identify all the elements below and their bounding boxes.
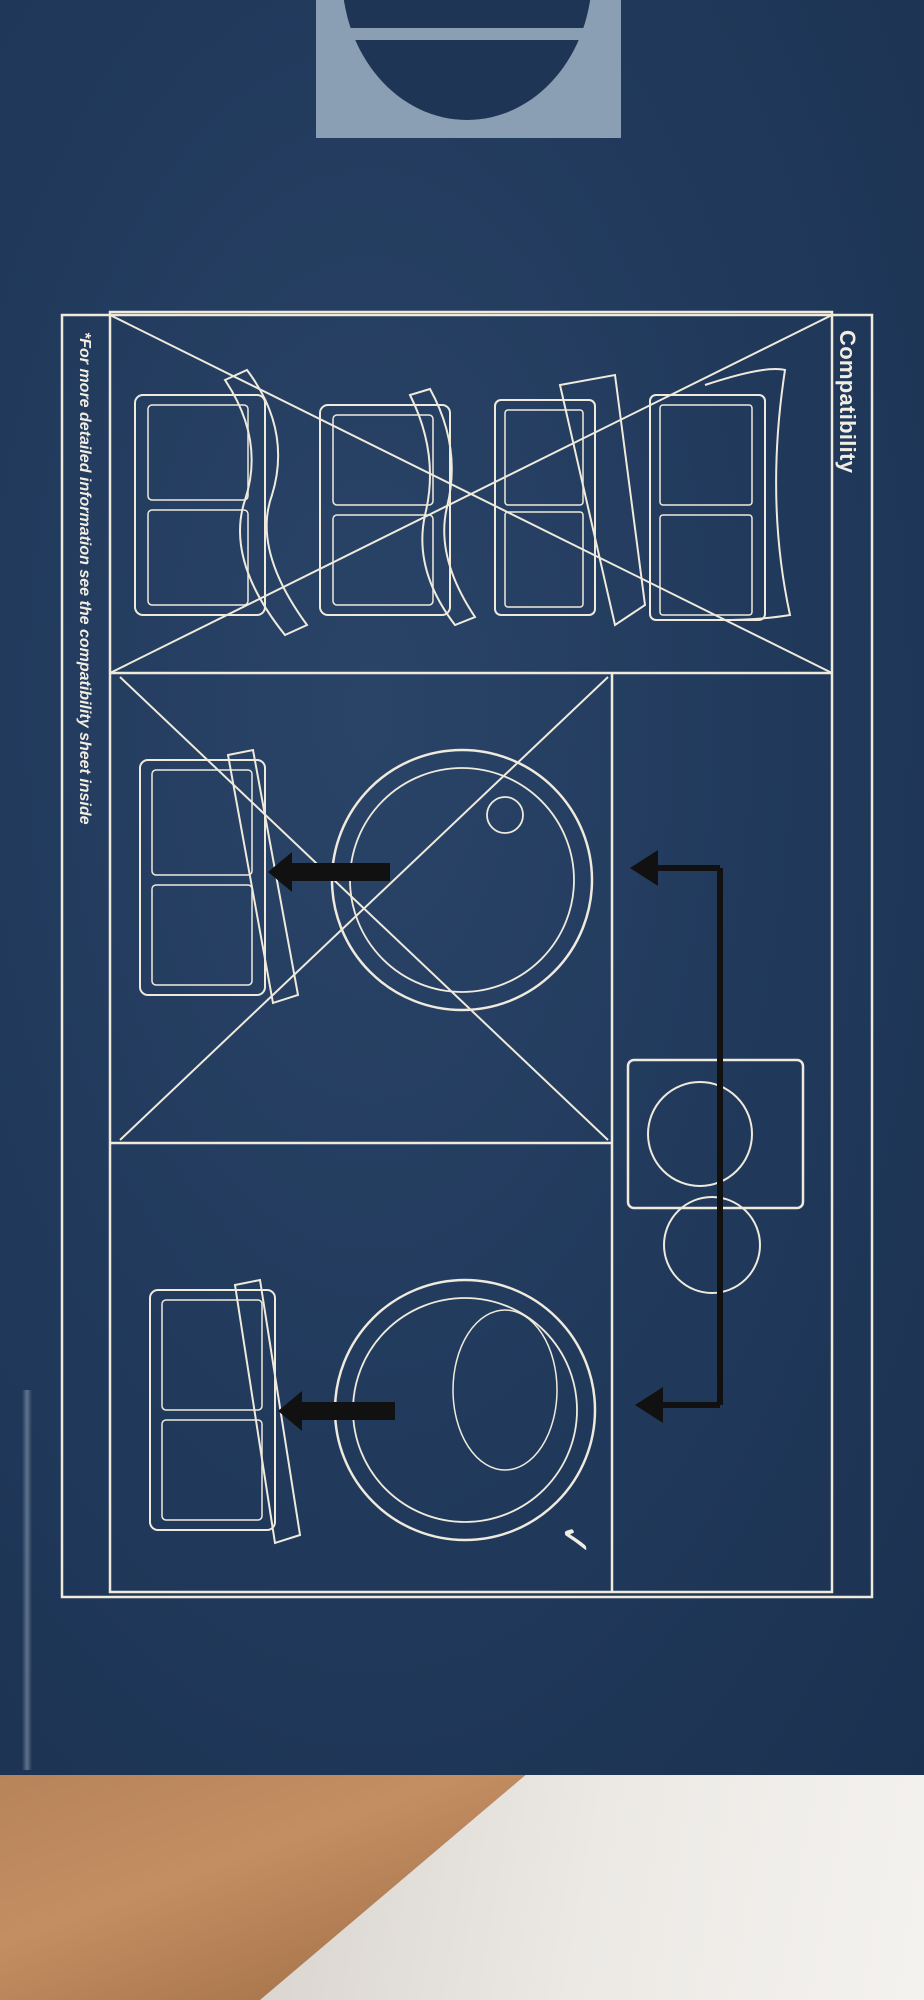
- lint-filter-icon: [319, 387, 477, 627]
- panel-title: Compatibility: [835, 330, 860, 474]
- cross-icon: [109, 314, 833, 674]
- arrow-icon: [630, 850, 723, 1423]
- arrow-icon: [278, 1391, 395, 1431]
- arrow-icon: [268, 852, 390, 892]
- lint-filter-icon: [149, 1278, 302, 1545]
- logo-bar: [316, 28, 621, 40]
- inner-frame: [108, 310, 834, 1594]
- compatibility-footnote: *For more detailed information see the c…: [76, 332, 93, 825]
- check-icon: ✓: [551, 1523, 597, 1557]
- cardboard-box: [0, 0, 924, 1775]
- outer-frame: [60, 313, 874, 1599]
- lint-filter-icon: [134, 368, 309, 637]
- washer-dryer-icon: [626, 1058, 805, 1294]
- lint-filter-icon: [649, 368, 792, 621]
- brand-logo: [316, 0, 621, 138]
- box-edge-highlight: [22, 1390, 32, 1770]
- lint-filter-icon: [494, 373, 647, 627]
- cross-icon: [119, 676, 609, 1141]
- lint-filter-icon: [139, 748, 300, 1005]
